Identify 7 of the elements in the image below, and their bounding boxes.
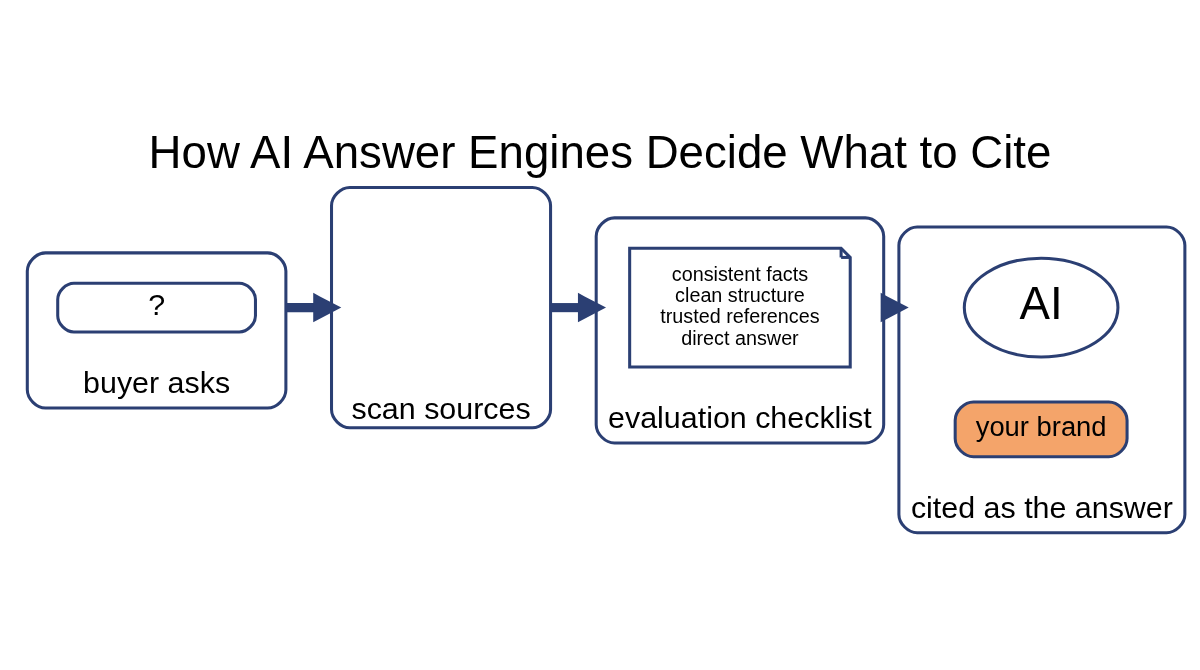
node-box: ?: [56, 281, 257, 334]
node-box: scan sources: [330, 185, 553, 430]
diagram-title: How AI Answer Engines Decide What to Cite: [148, 126, 1052, 178]
arrow: [285, 292, 342, 323]
node-ellipse: AI: [962, 256, 1120, 359]
node-box: your brand: [953, 400, 1129, 459]
arrow: [550, 292, 606, 323]
